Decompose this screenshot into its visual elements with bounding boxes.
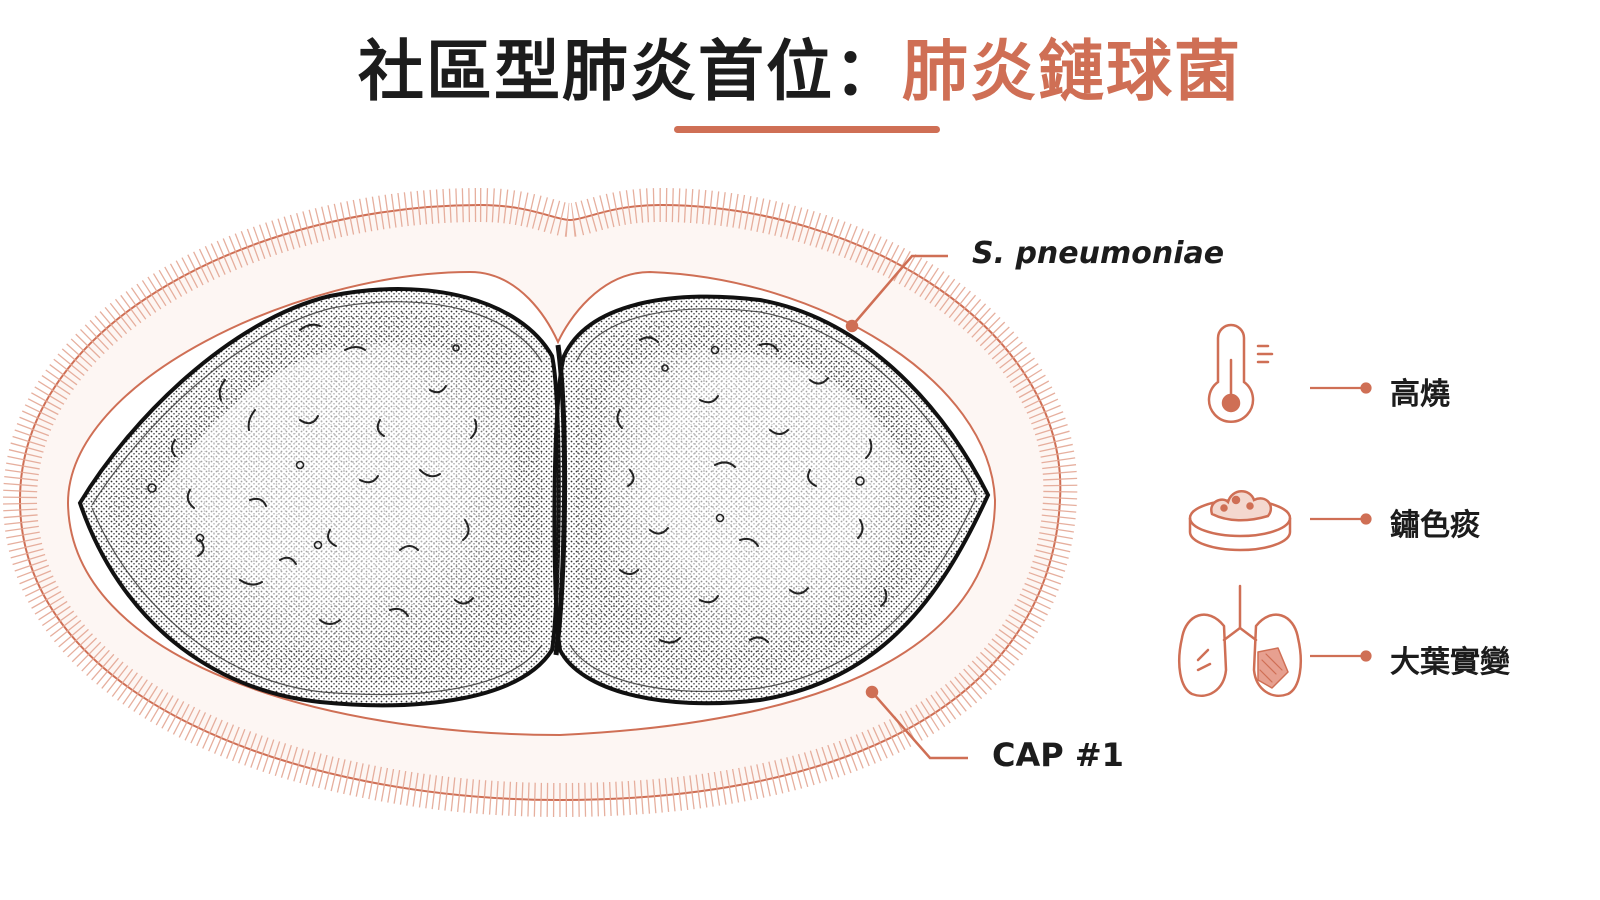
page-title: 社區型肺炎首位：肺炎鏈球菌 <box>0 30 1600 114</box>
cap-label: CAP #1 <box>992 736 1124 774</box>
lungs-icon <box>1178 584 1302 697</box>
symptom-label-consolidation: 大葉實變 <box>1390 645 1510 680</box>
sputum-icon <box>1188 490 1292 552</box>
symptom-connectors <box>1310 382 1372 662</box>
thermometer-icon <box>1207 323 1274 423</box>
leader-species <box>845 254 948 333</box>
symptom-label-sputum: 鏽色痰 <box>1390 508 1480 543</box>
species-label: S. pneumoniae <box>972 236 1225 271</box>
title-underline <box>674 126 940 133</box>
septum <box>553 344 568 656</box>
right-coccus <box>552 294 991 706</box>
title-main: 社區型肺炎首位： <box>358 33 902 110</box>
symptom-label-fever: 高燒 <box>1390 377 1450 412</box>
left-coccus <box>77 287 561 708</box>
title-highlight: 肺炎鏈球菌 <box>902 33 1242 110</box>
leader-cap <box>865 685 968 760</box>
